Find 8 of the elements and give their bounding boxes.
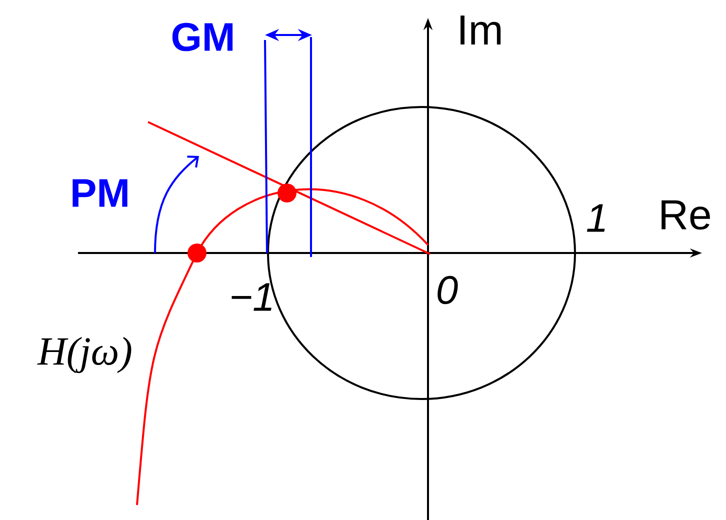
tick-label: −1 [232, 283, 272, 311]
tick-label: 1 [586, 204, 605, 232]
axis-label: Re [662, 200, 710, 230]
tick-label: 0 [438, 276, 458, 304]
margin-label: GM [172, 22, 233, 52]
axis-label: Im [460, 16, 501, 44]
margin-label: PM [72, 179, 128, 207]
curve-label: H(jω) [37, 336, 132, 374]
